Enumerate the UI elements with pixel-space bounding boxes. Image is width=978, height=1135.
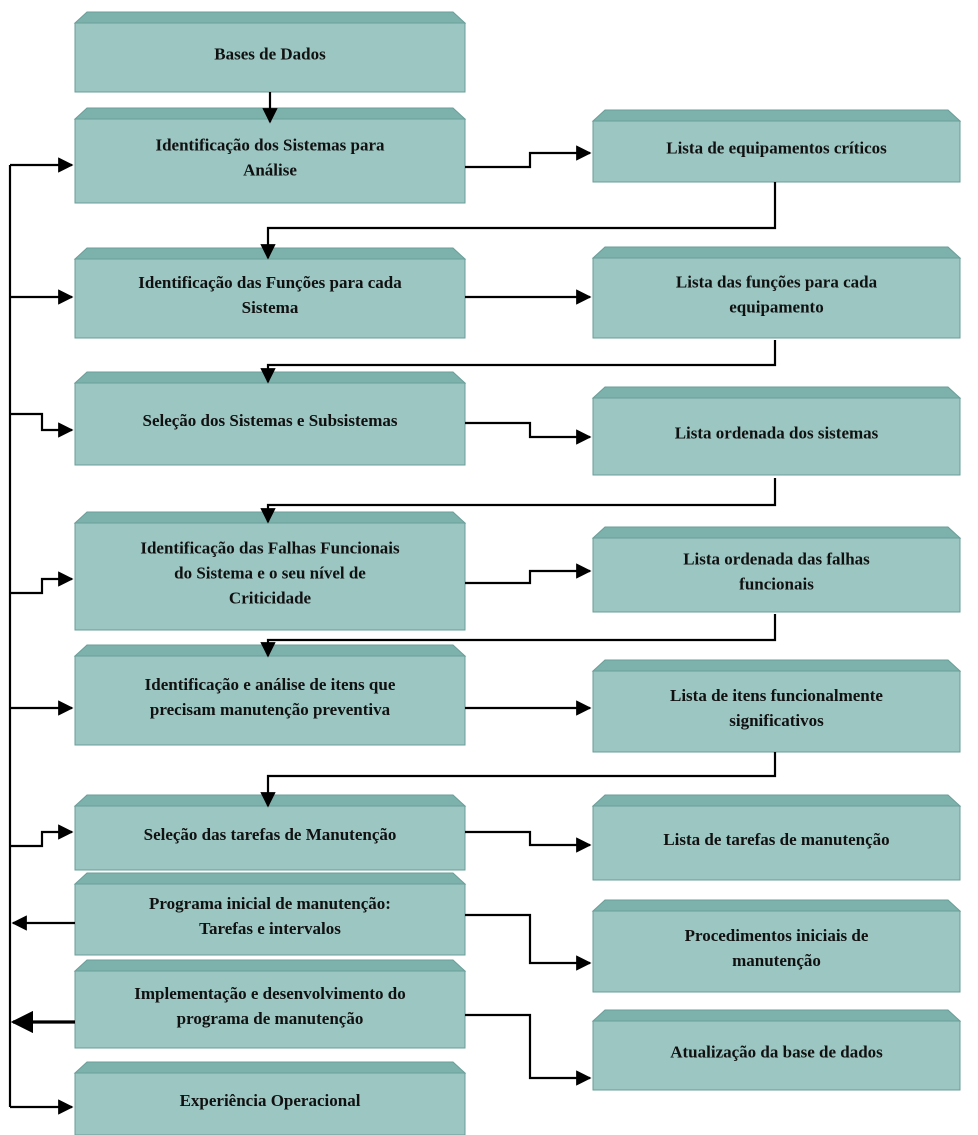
arrow-bus-to-tarefas [10, 824, 74, 848]
arrow-itens-to-tarefas [260, 752, 777, 808]
box-bevel [591, 899, 962, 912]
box-label-line: Identificação das Funções para cada [138, 273, 402, 292]
box-label-line: Análise [243, 161, 297, 180]
arrow-falhas-to-lista [465, 563, 592, 585]
box-lista-tarefas: Lista de tarefas de manutenção [591, 794, 962, 881]
arrow-programa-to-procedimentos [465, 913, 592, 971]
box-label-line: Procedimentos iniciais de [685, 926, 869, 945]
box-bevel [73, 959, 467, 972]
box-bevel [591, 386, 962, 399]
box-bevel [591, 109, 962, 122]
arrow-sistemas-to-falhas [260, 478, 777, 524]
box-label-line: Bases de Dados [214, 45, 326, 64]
box-face [74, 118, 466, 204]
box-label-line: Programa inicial de manutenção: [149, 894, 391, 913]
box-lista-falhas: Lista ordenada das falhas funcionais [591, 526, 962, 613]
box-label-line: Atualização da base de dados [670, 1043, 883, 1062]
box-bevel [591, 659, 962, 672]
box-label-line: Criticidade [229, 589, 312, 608]
box-implementacao: Implementação e desenvolvimento do progra… [73, 959, 467, 1049]
box-lista-sistemas: Lista ordenada dos sistemas [591, 386, 962, 476]
box-label-line: Lista de equipamentos críticos [666, 139, 887, 158]
box-label-line: equipamento [729, 298, 823, 317]
box-face [74, 522, 466, 631]
box-face [592, 1020, 961, 1091]
box-face [592, 670, 961, 753]
arrow-ident-to-criticos [465, 145, 592, 169]
box-selecao-sistemas: Seleção dos Sistemas e Subsistemas [73, 371, 467, 466]
box-face [74, 883, 466, 956]
box-bevel [73, 1061, 467, 1074]
box-atualizacao: Atualização da base de dados [591, 1009, 962, 1091]
box-face [592, 805, 961, 881]
box-label-line: Lista ordenada dos sistemas [675, 424, 879, 443]
box-falhas-funcionais: Identificação das Falhas Funcionais do Si… [73, 511, 467, 631]
box-face [592, 910, 961, 993]
box-label-line: Seleção das tarefas de Manutenção [144, 825, 397, 844]
box-label-line: Experiência Operacional [180, 1091, 361, 1110]
box-label-line: Lista de itens funcionalmente [670, 686, 883, 705]
box-bevel [591, 526, 962, 539]
box-itens-preventiva: Identificação e análise de itens que prec… [73, 644, 467, 746]
box-label-line: Implementação e desenvolvimento do [134, 984, 406, 1003]
box-face [592, 257, 961, 339]
box-lista-criticos: Lista de equipamentos críticos [591, 109, 962, 183]
box-bevel [73, 872, 467, 885]
box-label-line: Sistema [242, 298, 299, 317]
box-face [74, 970, 466, 1049]
box-label-line: Identificação e análise de itens que [145, 675, 396, 694]
box-face [74, 258, 466, 339]
box-lista-itens: Lista de itens funcionalmente significati… [591, 659, 962, 753]
box-label-line: significativos [729, 711, 824, 730]
arrow-bus-to-selecao [10, 412, 74, 438]
box-label-line: manutenção [732, 951, 821, 970]
box-label-line: Identificação das Falhas Funcionais [140, 539, 400, 558]
box-programa-inicial: Programa inicial de manutenção: Tarefas e… [73, 872, 467, 956]
box-label-line: Lista de tarefas de manutenção [663, 830, 889, 849]
box-face [74, 805, 466, 871]
box-label-line: programa de manutenção [177, 1009, 364, 1028]
box-bevel [73, 371, 467, 384]
box-face [592, 537, 961, 613]
box-face [74, 655, 466, 746]
arrow-tarefas-to-lista [465, 830, 592, 853]
arrow-selecao-to-lista [465, 421, 592, 445]
box-label-line: Tarefas e intervalos [199, 919, 341, 938]
box-face [74, 22, 466, 93]
box-bevel [73, 247, 467, 260]
box-face [74, 1072, 466, 1135]
box-bevel [73, 511, 467, 524]
box-experiencia: Experiência Operacional [73, 1061, 467, 1135]
connector-lines [8, 92, 777, 1115]
arrow-bus-to-falhas [10, 571, 74, 595]
box-bevel [591, 246, 962, 259]
arrow-funcoes-to-selecao [260, 340, 777, 384]
box-bases: Bases de Dados [73, 11, 467, 93]
box-label-line: Seleção dos Sistemas e Subsistemas [142, 411, 397, 430]
box-lista-funcoes: Lista das funções para cada equipamento [591, 246, 962, 339]
box-bevel [591, 1009, 962, 1022]
box-face [592, 397, 961, 476]
box-label-line: Identificação dos Sistemas para [155, 136, 385, 155]
box-selecao-tarefas: Seleção das tarefas de Manutenção [73, 794, 467, 871]
box-label-line: Lista das funções para cada [676, 273, 878, 292]
box-label-line: precisam manutenção preventiva [150, 700, 391, 719]
box-face [592, 120, 961, 183]
box-label-line: do Sistema e o seu nível de [174, 564, 366, 583]
arrow-criticos-to-funcoes [260, 182, 777, 260]
box-procedimentos: Procedimentos iniciais de manutenção [591, 899, 962, 993]
box-bevel [73, 11, 467, 24]
box-label-line: funcionais [739, 575, 814, 594]
box-face [74, 382, 466, 466]
box-ident-funcoes: Identificação das Funções para cadaSiste… [73, 247, 467, 339]
box-bevel [73, 794, 467, 807]
arrow-falhas-to-itens [260, 614, 777, 658]
box-bevel [591, 794, 962, 807]
arrow-implementacao-to-atualizacao [465, 1013, 592, 1086]
box-bevel [73, 644, 467, 657]
box-label-line: Lista ordenada das falhas [683, 550, 870, 569]
